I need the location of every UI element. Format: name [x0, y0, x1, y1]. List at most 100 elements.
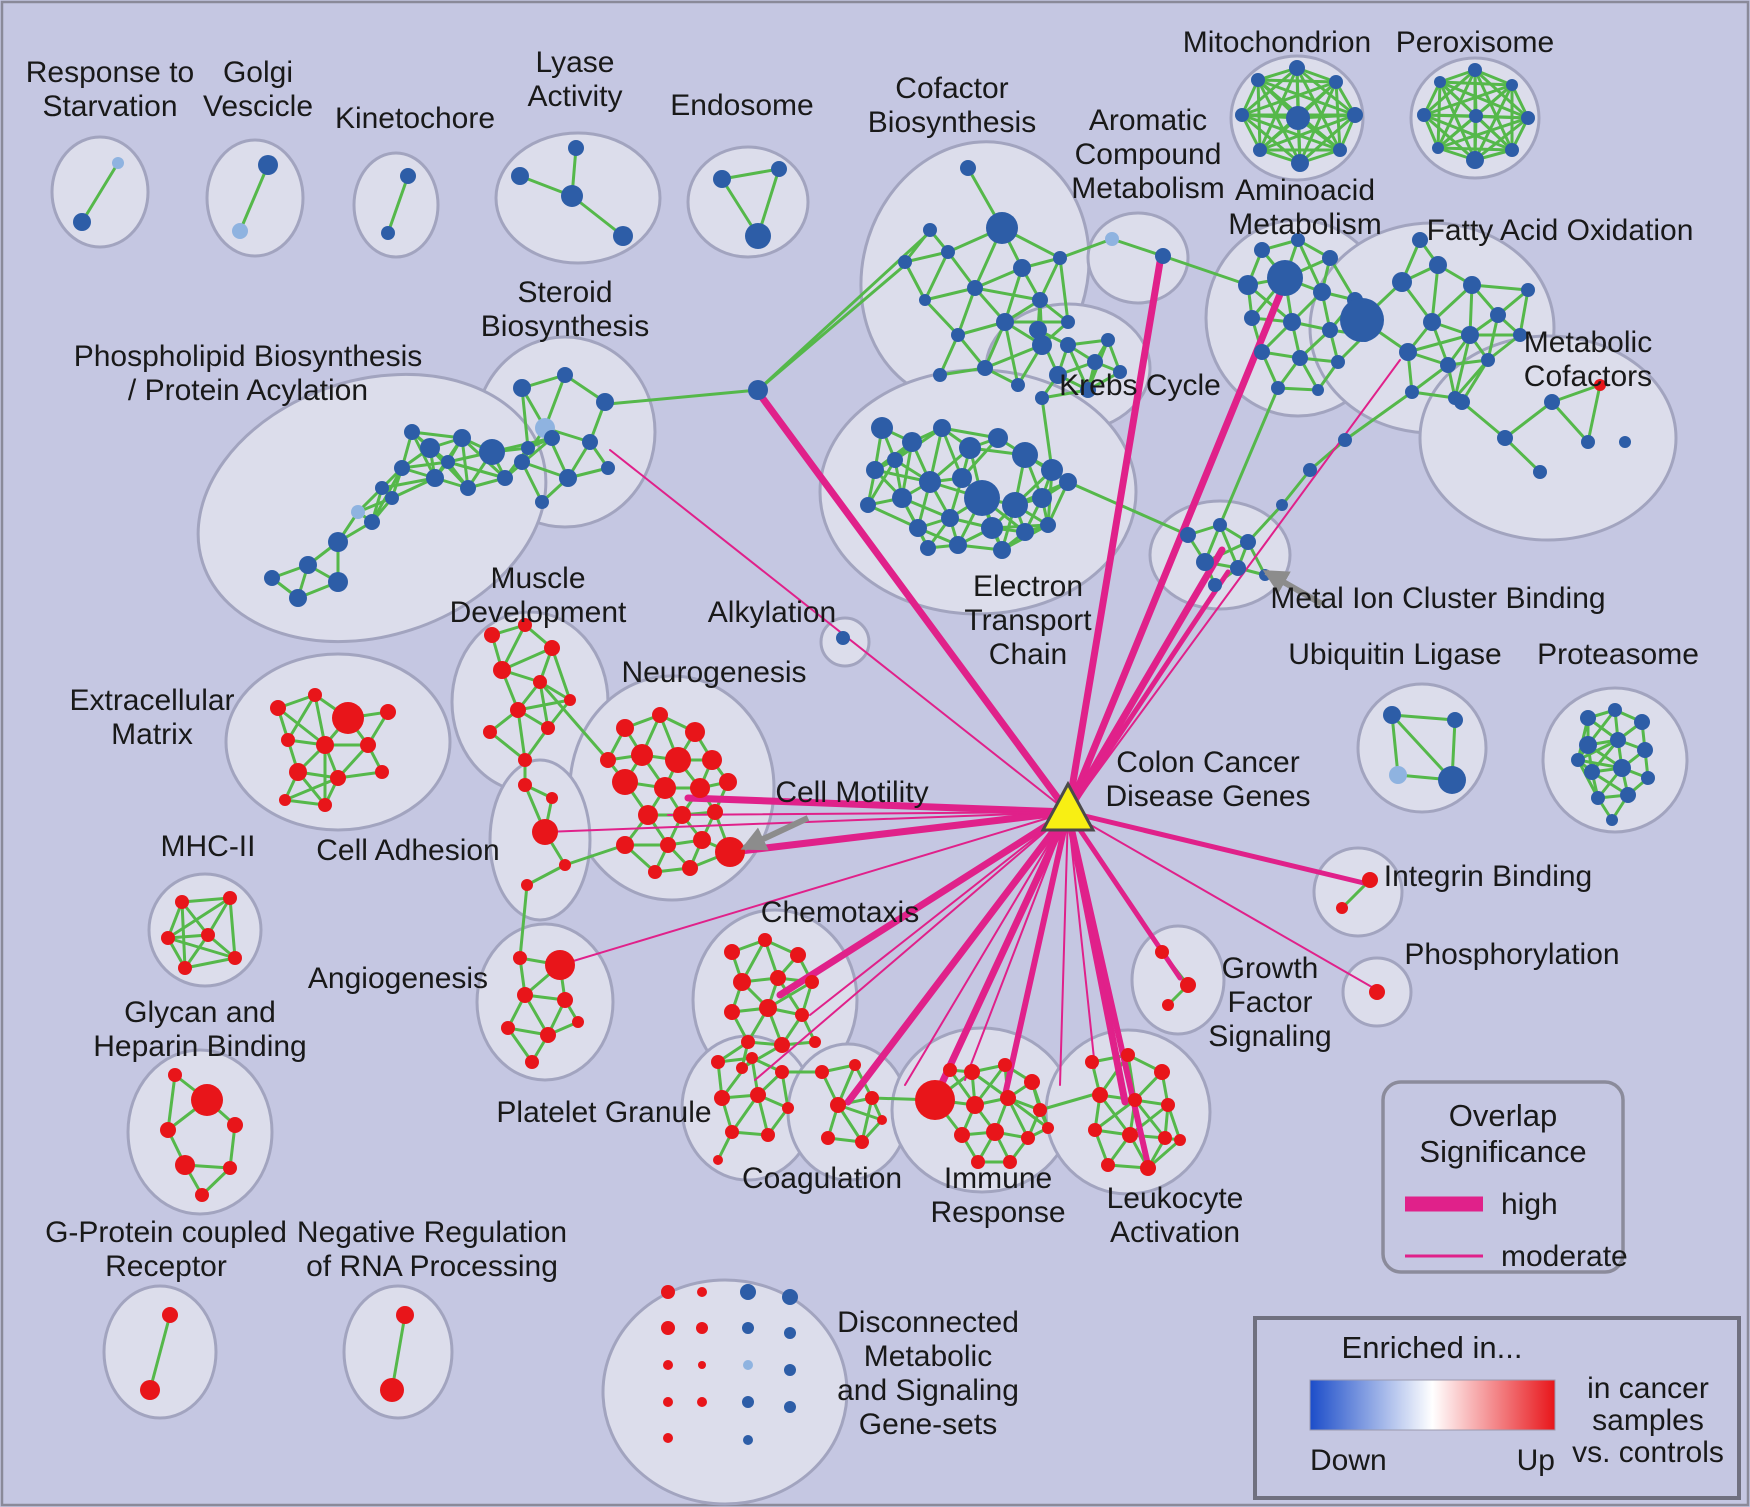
gene-set-node — [394, 460, 410, 476]
gene-set-node — [600, 752, 616, 768]
gene-set-node — [909, 519, 927, 537]
overlap-edge-moderate — [1067, 811, 1096, 1069]
gene-set-node — [988, 428, 1008, 448]
label-ubiquitin-ligase: Ubiquitin Ligase — [1288, 638, 1501, 671]
gene-set-node — [1092, 1087, 1108, 1103]
gene-set-node — [941, 245, 955, 259]
gene-set-node — [1101, 1158, 1115, 1172]
gene-set-node — [1213, 518, 1227, 532]
gene-set-node — [535, 495, 549, 509]
gene-set-overlap-edge — [1430, 283, 1474, 324]
gene-set-node — [1032, 335, 1052, 355]
gene-set-node — [521, 441, 535, 455]
gene-set-overlap-edge — [866, 458, 897, 507]
gene-set-node — [949, 536, 967, 554]
gene-set-node — [420, 438, 440, 458]
gene-set-node — [381, 226, 395, 240]
gene-set-overlap-edge — [286, 693, 317, 742]
gene-set-node — [993, 541, 1011, 559]
gene-set-node — [1180, 527, 1196, 543]
overlap-edge-high — [776, 808, 1072, 999]
gene-set-node — [933, 419, 951, 437]
gene-set-node — [160, 1122, 176, 1138]
gene-set-node — [682, 860, 698, 876]
cluster-ellipse-metabolic-cofactors — [1418, 334, 1678, 542]
gene-set-node — [396, 1306, 414, 1324]
gene-set-overlap-edge — [1390, 713, 1454, 782]
gene-set-node — [981, 517, 1003, 539]
gene-set-node — [1584, 764, 1600, 780]
gene-set-node — [1162, 999, 1174, 1011]
label-mhc-ii: MHC-II — [161, 830, 256, 863]
gene-set-overlap-edge — [938, 333, 960, 377]
gene-set-node — [1029, 321, 1047, 339]
gene-set-node — [375, 765, 389, 779]
layer-glinks — [518, 230, 1490, 1112]
gene-set-node — [299, 556, 317, 574]
gene-set-node — [360, 737, 376, 753]
gene-set-node — [740, 1284, 756, 1300]
gene-set-node — [1579, 736, 1597, 754]
gene-set-overlap-edge — [1453, 333, 1472, 400]
gene-set-node — [332, 702, 364, 734]
gene-set-overlap-edge — [1474, 114, 1530, 120]
gene-set-node — [1002, 492, 1028, 518]
overlap-edge-high — [684, 794, 1072, 816]
gene-set-node — [966, 1096, 984, 1114]
label-cell-motility: Cell Motility — [775, 776, 928, 809]
colon-cancer-disease-genes-node — [1040, 780, 1096, 832]
gene-set-node — [971, 1155, 985, 1169]
gene-set-node — [821, 1131, 835, 1145]
gene-set-node — [582, 434, 598, 450]
gene-set-node — [795, 1008, 809, 1022]
gene-set-node — [161, 931, 175, 945]
gene-set-node — [568, 140, 584, 156]
label-mitochondrion: Mitochondrion — [1183, 26, 1371, 59]
gene-set-node — [533, 675, 547, 689]
gene-set-overlap-edge — [525, 863, 567, 887]
gene-set-node — [711, 1055, 725, 1069]
gene-set-overlap-edge — [1280, 468, 1312, 507]
gene-set-node — [511, 167, 529, 185]
gene-set-node — [964, 1064, 980, 1080]
gene-set-node — [404, 424, 420, 440]
gene-set-node — [1620, 787, 1636, 803]
gene-set-node — [943, 1063, 957, 1077]
gene-set-node — [514, 454, 530, 470]
gene-set-node — [1060, 337, 1076, 353]
gene-set-node — [977, 360, 993, 376]
gene-set-node — [1505, 143, 1519, 157]
cluster-ellipse-glycan-heparin-binding — [126, 1048, 274, 1216]
gene-set-node — [1174, 1134, 1186, 1146]
gene-set-node — [784, 1327, 796, 1339]
overlap-edge-high — [1002, 809, 1071, 1098]
gene-set-node — [1208, 578, 1222, 592]
gene-set-node — [1158, 1131, 1172, 1145]
gene-set-overlap-edge — [550, 646, 572, 702]
inter-cluster-edge — [538, 680, 610, 762]
gene-set-node — [1521, 283, 1535, 297]
inter-cluster-edge — [1218, 386, 1280, 527]
legend-enriched-title: Enriched in... — [1342, 1330, 1523, 1365]
gene-set-node — [923, 223, 937, 237]
gene-set-node — [919, 294, 931, 306]
gene-set-overlap-edge — [1438, 80, 1514, 87]
gene-set-node — [1463, 276, 1481, 294]
gene-set-overlap-edge — [148, 1313, 172, 1392]
gene-set-node — [761, 1128, 775, 1142]
label-metal-ion-cluster-binding: Metal Ion Cluster Binding — [1270, 582, 1605, 615]
gene-set-overlap-edge — [516, 708, 527, 762]
gene-set-overlap-edge — [1256, 78, 1338, 84]
gene-set-node — [1283, 313, 1301, 331]
overlap-edge-moderate — [609, 449, 1069, 813]
gene-set-node — [745, 223, 771, 249]
gene-set-overlap-edge — [1128, 1103, 1170, 1137]
gene-set-overlap-edge — [1390, 713, 1457, 722]
overlap-edge-moderate — [1059, 811, 1069, 1086]
legend-item-label: high — [1501, 1188, 1558, 1221]
inter-cluster-edge — [1246, 503, 1284, 544]
gene-set-node — [1240, 534, 1256, 550]
gene-set-node — [1254, 242, 1270, 258]
label-angiogenesis: Angiogenesis — [308, 962, 488, 995]
